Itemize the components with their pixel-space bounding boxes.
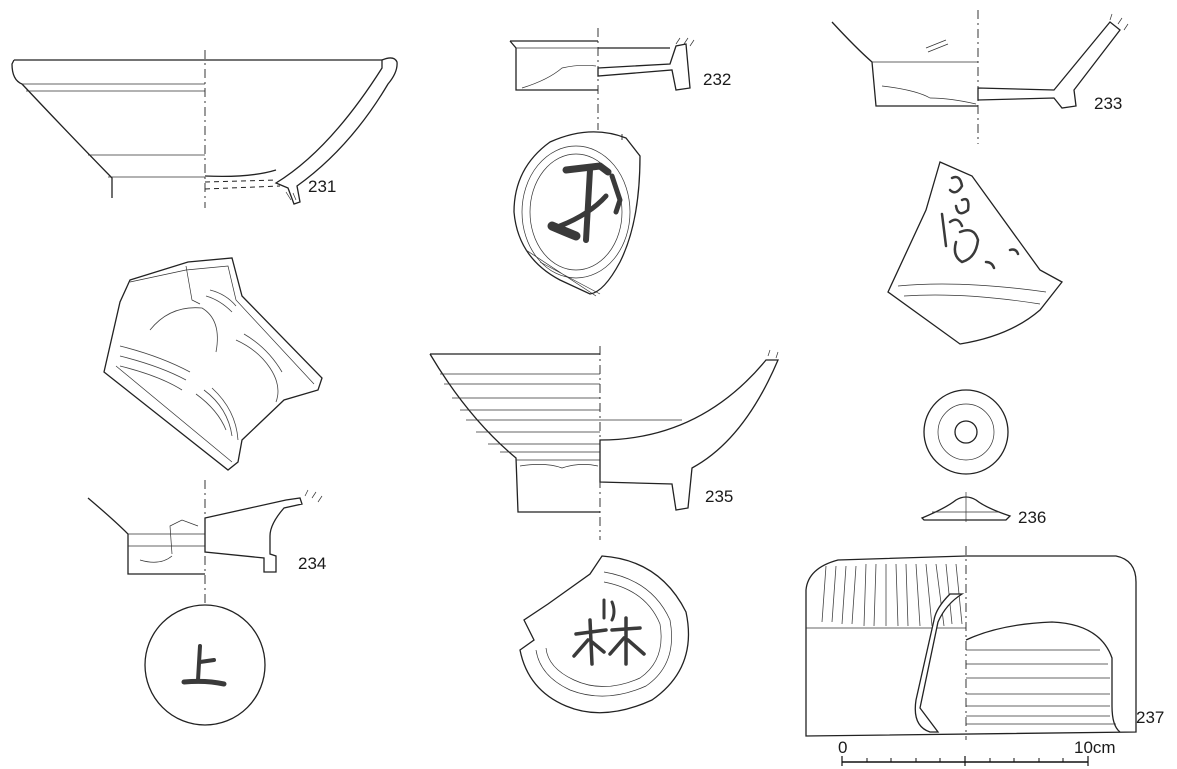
- artifact-233-base-profile: [831, 10, 1129, 144]
- artifact-231-underside-sherd: [103, 257, 323, 471]
- scale-bar-start-label: 0: [838, 738, 848, 757]
- artifact-231-bowl-profile: [11, 50, 398, 208]
- figure-label-233: 233: [1094, 94, 1123, 113]
- artifact-237-container: [805, 546, 1137, 740]
- artifact-235-base-plan: [519, 555, 690, 714]
- figure-label-237: 237: [1136, 708, 1165, 727]
- artifact-232-base-plan: [513, 131, 641, 297]
- scale-bar: [841, 756, 1089, 766]
- figure-label-234: 234: [298, 554, 327, 573]
- artifact-236-lid-profile: [920, 492, 1012, 522]
- scale-bar-end-label: 10cm: [1074, 738, 1116, 757]
- figure-label-236: 236: [1018, 508, 1047, 527]
- artifact-234-base-profile: [87, 480, 323, 606]
- figure-label-231: 231: [308, 177, 337, 196]
- artifact-235-bowl-profile: [429, 346, 779, 540]
- artifact-236-lid-plan: [923, 389, 1009, 475]
- figure-label-235: 235: [705, 487, 734, 506]
- artifact-234-base-plan: [144, 604, 266, 726]
- artifact-232-base-profile: [509, 28, 695, 130]
- figure-label-232: 232: [703, 70, 732, 89]
- artifact-233-base-plan-sherd: [887, 161, 1063, 345]
